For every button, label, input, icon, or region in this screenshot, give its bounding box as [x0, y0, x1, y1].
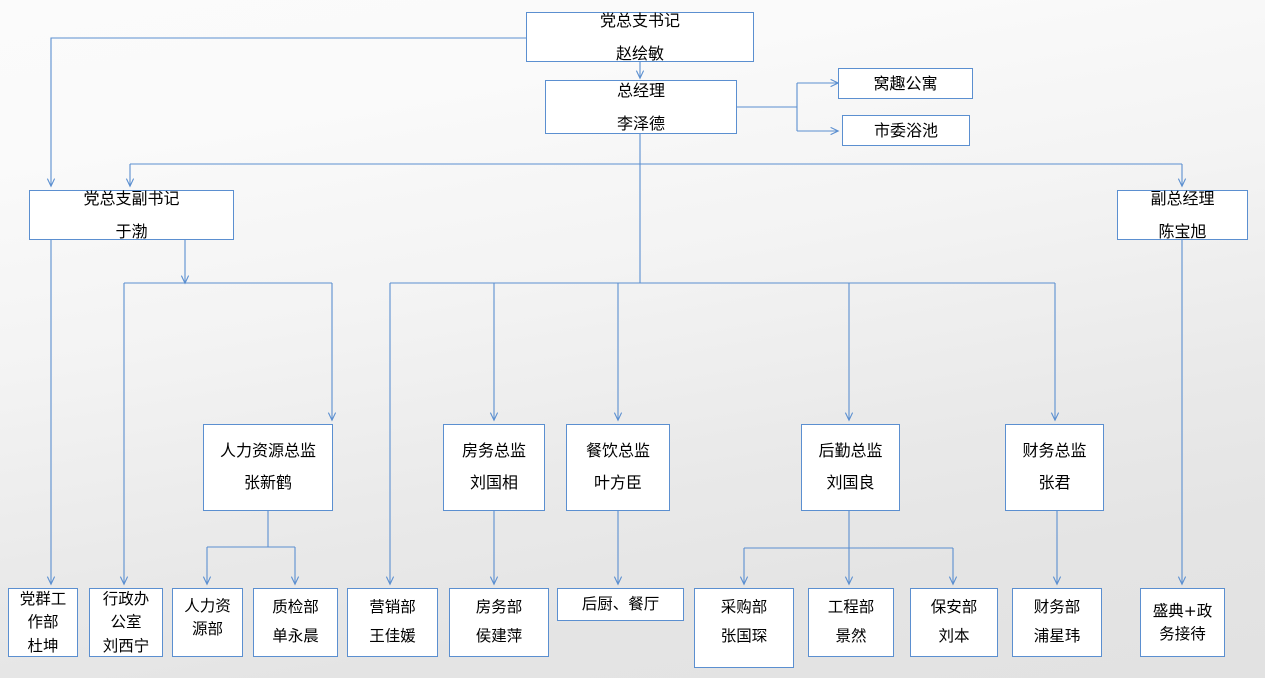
node-line: 盛典+政	[1152, 601, 1213, 620]
node-admin-office[interactable]: 行政办 公室 刘西宁	[89, 588, 163, 657]
node-finance-dept[interactable]: 财务部 浦星玮	[1012, 588, 1102, 657]
node-engineering-dept[interactable]: 工程部 景然	[808, 588, 894, 657]
node-party-deputy-secretary[interactable]: 党总支副书记 于渤	[29, 189, 234, 241]
node-line: 窝趣公寓	[873, 73, 938, 93]
node-line: 张国琛	[720, 627, 768, 646]
node-hr-director[interactable]: 人力资源总监 张新鹤	[203, 424, 333, 511]
node-line: 后勤总监	[818, 441, 883, 460]
node-line: 质检部	[272, 598, 319, 616]
node-line: 张新鹤	[243, 473, 292, 493]
wire-secretary-to-deputy-secretary	[51, 37, 526, 186]
node-line: 赵绘敏	[615, 43, 664, 63]
node-purchasing-dept[interactable]: 采购部 张国琛	[694, 588, 794, 668]
node-line: 后厨、餐厅	[581, 595, 660, 614]
node-shiwei-bath[interactable]: 市委浴池	[842, 115, 970, 146]
node-line: 保安部	[930, 598, 978, 616]
node-line: 餐饮总监	[585, 441, 650, 460]
node-party-secretary[interactable]: 党总支书记 赵绘敏	[526, 11, 754, 63]
node-party-mass-dept[interactable]: 党群工 作部 杜坤	[8, 588, 78, 657]
node-line: 财务部	[1033, 598, 1081, 616]
node-line: 于渤	[115, 221, 148, 241]
node-line: 作部	[27, 613, 59, 632]
node-line: 党群工	[19, 589, 67, 608]
node-line: 公室	[110, 613, 142, 632]
node-line: 人力资源总监	[219, 441, 316, 460]
node-line: 营销部	[369, 598, 416, 616]
node-finance-director[interactable]: 财务总监 张君	[1005, 424, 1104, 511]
node-security-dept[interactable]: 保安部 刘本	[910, 588, 998, 657]
node-line: 王佳媛	[369, 627, 416, 646]
node-fnb-director[interactable]: 餐饮总监 叶方臣	[566, 424, 670, 511]
node-line: 财务总监	[1022, 441, 1087, 460]
node-line: 浦星玮	[1033, 627, 1081, 646]
node-ceremony-affairs[interactable]: 盛典+政 务接待	[1140, 588, 1225, 657]
node-line: 工程部	[827, 598, 875, 616]
node-rooms-director[interactable]: 房务总监 刘国相	[443, 424, 545, 511]
node-line: 刘国相	[469, 473, 518, 493]
node-logistics-director[interactable]: 后勤总监 刘国良	[801, 424, 900, 511]
node-line: 单永晨	[272, 627, 319, 646]
node-line: 党总支书记	[599, 11, 680, 31]
node-line: 采购部	[720, 598, 768, 616]
node-line: 市委浴池	[873, 120, 938, 140]
node-line: 陈宝旭	[1158, 221, 1207, 241]
node-line: 杜坤	[27, 636, 59, 655]
node-line: 刘西宁	[102, 636, 150, 655]
node-line: 人力资	[184, 597, 231, 615]
node-deputy-general-manager[interactable]: 副总经理 陈宝旭	[1117, 189, 1248, 241]
node-line: 房务部	[475, 598, 523, 616]
node-hr-dept[interactable]: 人力资 源部	[172, 588, 243, 657]
node-line: 李泽德	[616, 113, 665, 133]
node-line: 侯建萍	[475, 627, 523, 646]
node-qc-dept[interactable]: 质检部 单永晨	[253, 588, 338, 657]
node-line: 务接待	[1159, 625, 1206, 643]
node-kitchen-restaurant[interactable]: 后厨、餐厅	[557, 588, 684, 621]
node-line: 刘本	[938, 627, 970, 646]
node-general-manager[interactable]: 总经理 李泽德	[545, 80, 737, 134]
node-line: 叶方臣	[593, 473, 642, 493]
node-woqu-apartment[interactable]: 窝趣公寓	[838, 68, 973, 99]
node-line: 刘国良	[826, 473, 875, 493]
node-line: 景然	[835, 627, 867, 646]
node-line: 房务总监	[461, 441, 526, 460]
node-line: 源部	[191, 620, 223, 639]
node-line: 党总支副书记	[83, 189, 180, 209]
node-line: 副总经理	[1150, 189, 1215, 209]
node-line: 张君	[1038, 473, 1071, 493]
node-line: 行政办	[102, 589, 150, 608]
node-line: 总经理	[616, 81, 665, 101]
node-rooms-dept[interactable]: 房务部 侯建萍	[449, 588, 549, 657]
node-marketing-dept[interactable]: 营销部 王佳媛	[347, 588, 438, 657]
